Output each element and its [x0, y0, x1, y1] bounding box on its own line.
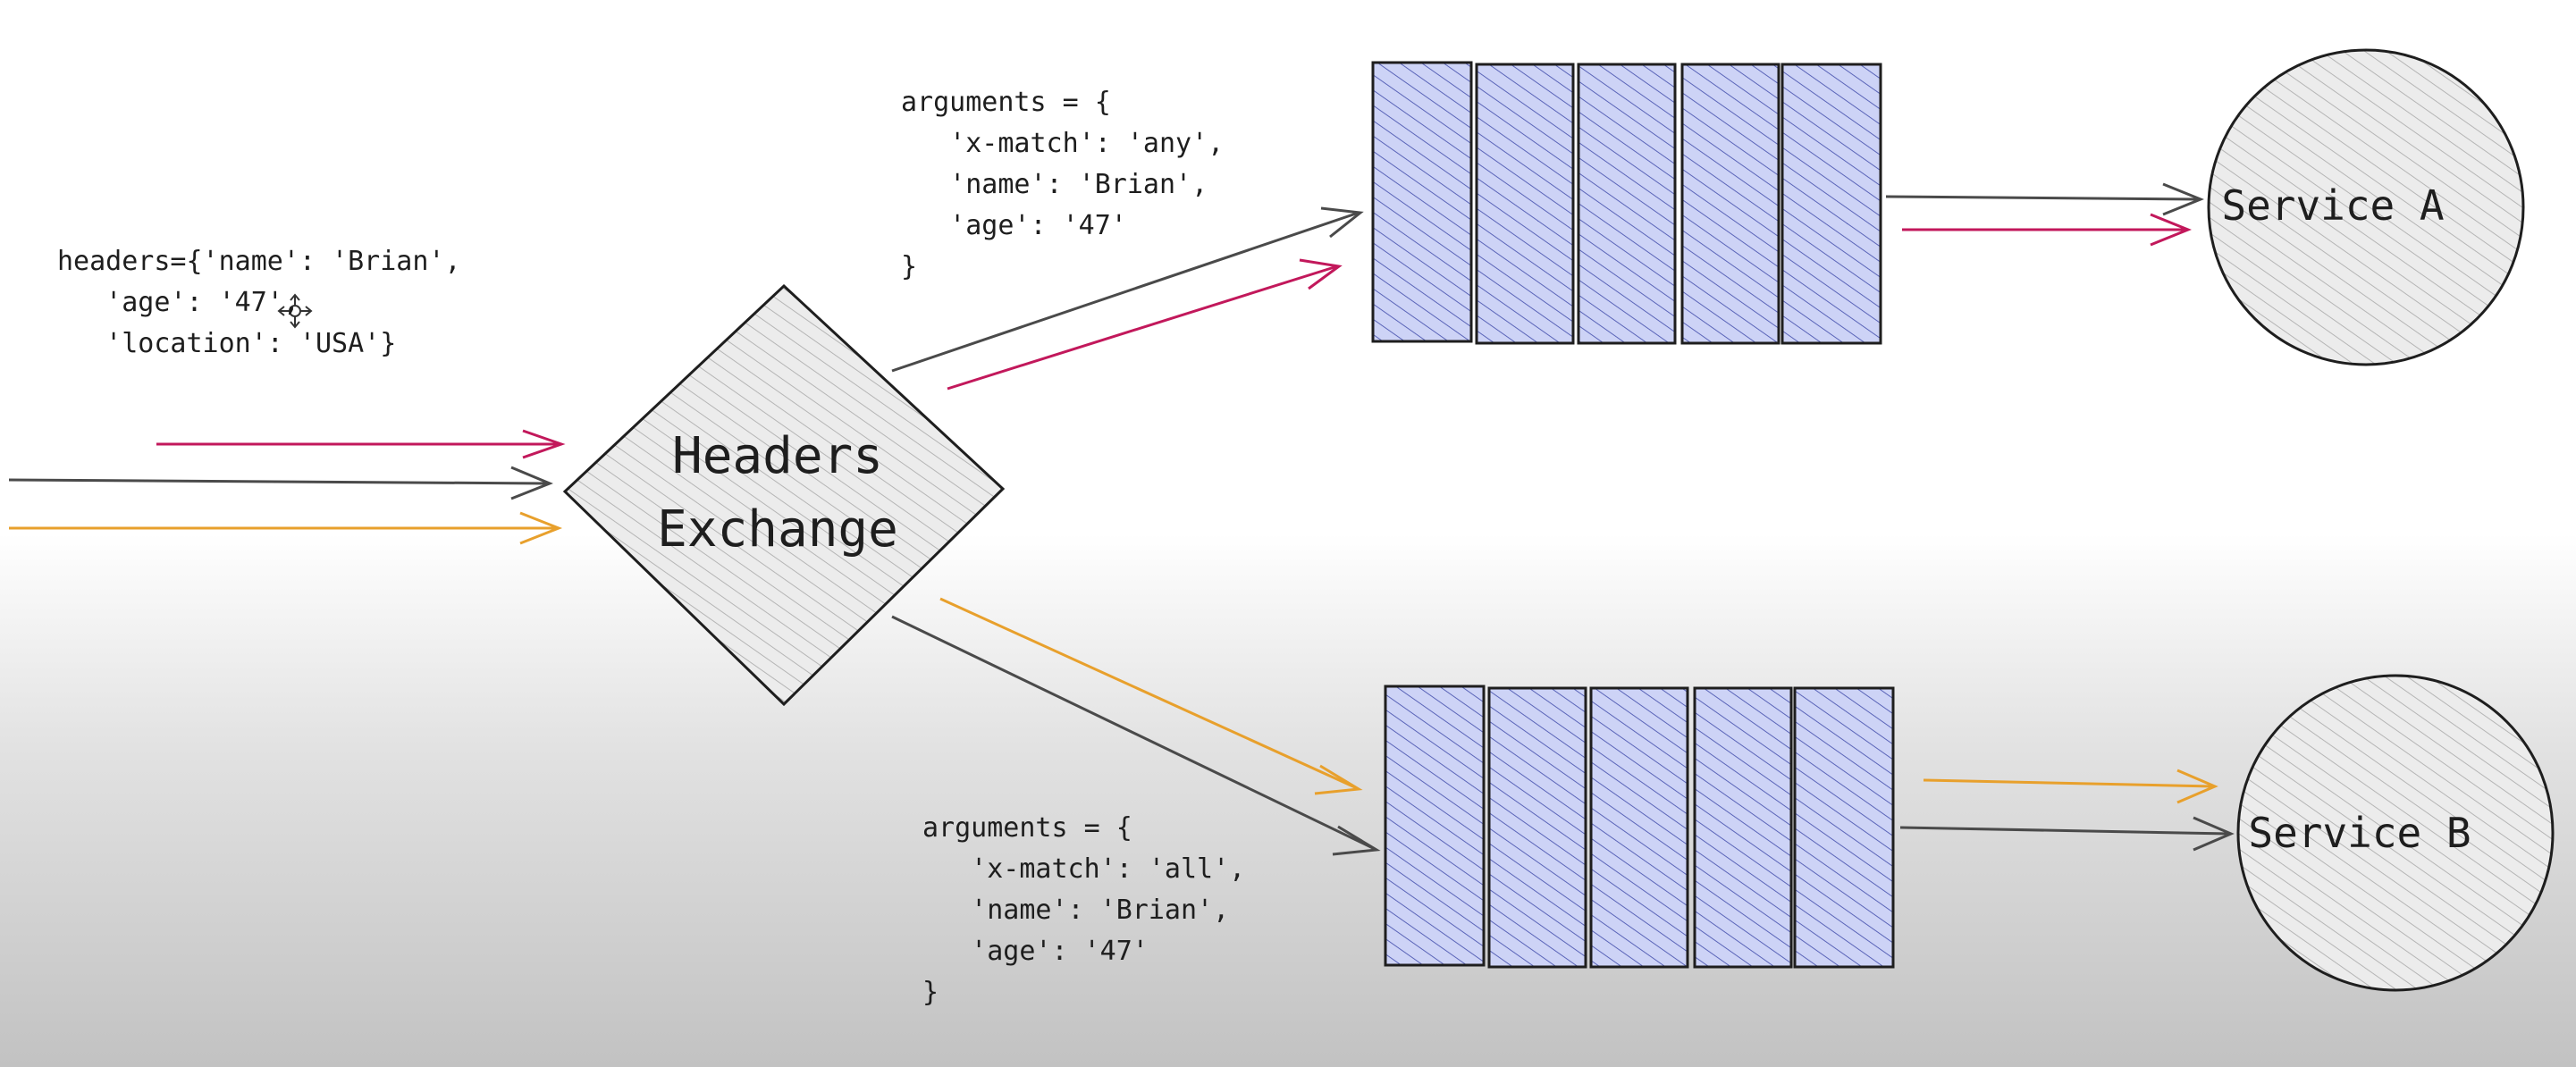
incoming-arrow-orange — [9, 511, 563, 545]
queue-a-to-service-a-arrow-red — [1902, 213, 2192, 247]
exchange-to-queue-b-arrow-orange — [939, 597, 1363, 795]
service-b-label: Service B — [2248, 809, 2471, 857]
headers-exchange-node — [562, 283, 1006, 707]
queue-a — [1371, 61, 1882, 345]
message-headers-text: headers={'name': 'Brian', 'age': '47', '… — [57, 246, 461, 359]
queue-b — [1384, 685, 1895, 969]
exchange-label-line-1: Headers — [671, 427, 883, 485]
queue-a-slot — [1371, 61, 1473, 343]
binding-b-arguments: arguments = { 'x-match': 'all', 'name': … — [922, 812, 1246, 1008]
exchange-to-queue-b-arrow-gray — [891, 615, 1381, 856]
queue-b-slot — [1589, 686, 1689, 969]
exchange-label-line-2: Exchange — [657, 500, 898, 559]
queue-a-slot — [1780, 63, 1882, 345]
queue-b-to-service-b-arrow-gray — [1899, 816, 2235, 852]
service-a-label: Service A — [2221, 181, 2445, 230]
exchange-to-queue-a-arrow-red — [947, 258, 1343, 391]
exchange-to-queue-a-arrow-gray — [891, 206, 1364, 373]
incoming-arrow-gray — [8, 466, 553, 500]
service-a-node — [2207, 48, 2525, 366]
queue-b-slot — [1487, 686, 1587, 969]
queue-b-slot — [1384, 685, 1486, 967]
service-b-node — [2236, 674, 2555, 992]
queue-b-slot — [1793, 686, 1895, 969]
incoming-arrow-red — [156, 429, 566, 459]
move-cursor-icon — [277, 293, 313, 329]
queue-a-slot — [1577, 63, 1677, 345]
queue-a-to-service-a-arrow-gray — [1885, 182, 2204, 216]
queue-b-to-service-b-arrow-orange — [1923, 769, 2218, 804]
headers-exchange-label: Headers Exchange — [644, 420, 912, 567]
binding-a-arguments: arguments = { 'x-match': 'any', 'name': … — [901, 87, 1225, 282]
queue-a-slot — [1680, 63, 1780, 345]
queue-a-slot — [1475, 63, 1575, 345]
queue-b-slot — [1693, 686, 1793, 969]
